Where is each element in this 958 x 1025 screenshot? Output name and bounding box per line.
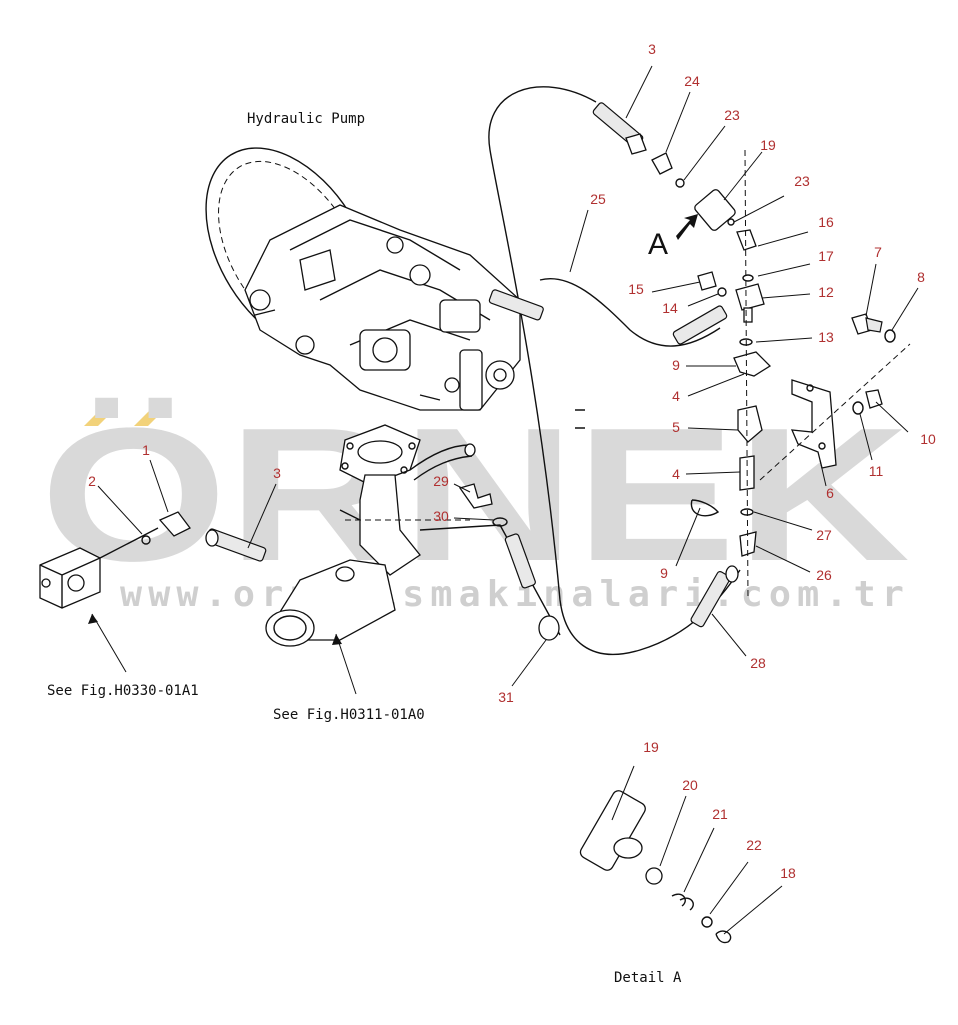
callout-18: 18 bbox=[780, 865, 796, 881]
callout-12: 12 bbox=[818, 284, 834, 300]
callout-24: 24 bbox=[684, 73, 700, 89]
callout-3-top: 3 bbox=[648, 41, 656, 57]
caption-see-fig-mid: See Fig.H0311-01A0 bbox=[273, 707, 425, 723]
callout-3-left: 3 bbox=[273, 465, 281, 481]
callout-8: 8 bbox=[917, 269, 925, 285]
callout-10: 10 bbox=[920, 431, 936, 447]
hose-25 bbox=[488, 86, 741, 655]
view-a-arrow bbox=[676, 214, 698, 240]
callout-7: 7 bbox=[874, 244, 882, 260]
caption-hydraulic-pump: Hydraulic Pump bbox=[247, 111, 365, 127]
callout-9-upper: 9 bbox=[672, 357, 680, 373]
callout-21: 21 bbox=[712, 806, 728, 822]
callout-6: 6 bbox=[826, 485, 834, 501]
callout-28: 28 bbox=[750, 655, 766, 671]
callouts: 3 24 23 19 23 25 16 17 15 12 14 7 8 13 9… bbox=[88, 41, 936, 881]
caption-detail-a: Detail A bbox=[614, 970, 682, 986]
callout-29: 29 bbox=[433, 473, 449, 489]
callout-17: 17 bbox=[818, 248, 834, 264]
callout-31: 31 bbox=[498, 689, 514, 705]
arrowhead-left bbox=[88, 614, 98, 624]
callout-23-a: 23 bbox=[724, 107, 740, 123]
callout-19-top: 19 bbox=[760, 137, 776, 153]
callout-23-b: 23 bbox=[794, 173, 810, 189]
callout-13: 13 bbox=[818, 329, 834, 345]
callout-25: 25 bbox=[590, 191, 606, 207]
hydraulic-pump bbox=[205, 147, 521, 411]
callout-20: 20 bbox=[682, 777, 698, 793]
fittings-upper bbox=[39, 102, 772, 641]
view-letter-a: A bbox=[648, 228, 668, 261]
watermark-accent-left bbox=[84, 410, 114, 426]
callout-19-detail: 19 bbox=[643, 739, 659, 755]
callout-4-lower: 4 bbox=[672, 466, 680, 482]
callout-26: 26 bbox=[816, 567, 832, 583]
callout-4-upper: 4 bbox=[672, 388, 680, 404]
detail-a bbox=[579, 790, 732, 944]
callout-27: 27 bbox=[816, 527, 832, 543]
bracket-assembly bbox=[744, 149, 911, 601]
callout-16: 16 bbox=[818, 214, 834, 230]
callout-9-lower: 9 bbox=[660, 565, 668, 581]
callout-22: 22 bbox=[746, 837, 762, 853]
watermark-accent-right bbox=[134, 410, 164, 426]
callout-30: 30 bbox=[433, 508, 449, 524]
suction-housing bbox=[265, 424, 561, 647]
callout-2: 2 bbox=[88, 473, 96, 489]
callout-5: 5 bbox=[672, 419, 680, 435]
callout-15: 15 bbox=[628, 281, 644, 297]
caption-see-fig-left: See Fig.H0330-01A1 bbox=[47, 683, 199, 699]
watermark-site: www.ornekismakinalari.com.tr bbox=[120, 574, 910, 615]
callout-11: 11 bbox=[869, 463, 884, 479]
callout-14: 14 bbox=[662, 300, 678, 316]
callout-1: 1 bbox=[142, 442, 150, 458]
leader-lines bbox=[91, 65, 919, 935]
arrowhead-mid bbox=[332, 634, 342, 645]
